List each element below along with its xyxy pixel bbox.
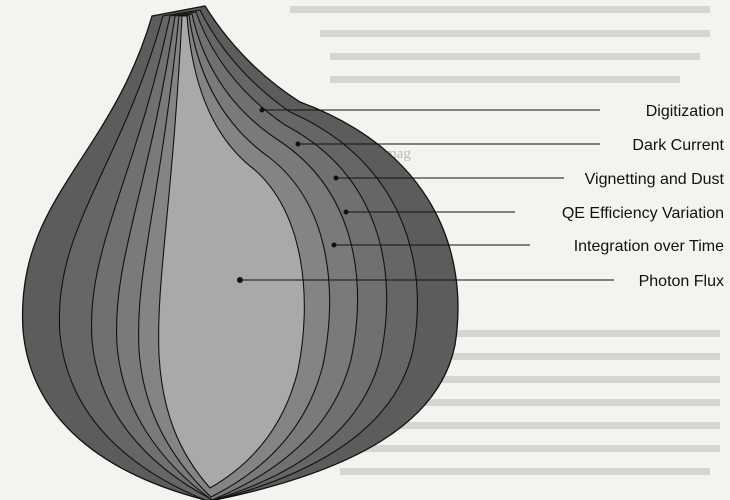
- label-dark-current: Dark Current: [632, 137, 724, 154]
- label-photon-flux: Photon Flux: [639, 273, 724, 290]
- label-qe-variation: QE Efficiency Variation: [562, 205, 724, 222]
- leader-dot-vignetting-dust: [334, 176, 339, 181]
- leader-dot-qe-variation: [344, 210, 349, 215]
- background-text-line: [330, 445, 720, 452]
- label-integration-time: Integration over Time: [574, 238, 724, 255]
- label-vignetting-dust: Vignetting and Dust: [585, 171, 725, 188]
- leader-dot-digitization: [260, 108, 265, 113]
- background-text-line: [340, 468, 710, 475]
- background-text-line: [290, 6, 710, 13]
- background-text-line: [330, 76, 680, 83]
- leader-dot-photon-flux: [237, 277, 243, 283]
- label-digitization: Digitization: [646, 103, 724, 120]
- leader-dot-dark-current: [296, 142, 301, 147]
- background-text-line: [330, 53, 700, 60]
- background-text-line: [320, 30, 710, 37]
- leader-dot-integration-time: [332, 243, 337, 248]
- layer-labels: Digitization Dark Current Vignetting and…: [562, 103, 725, 290]
